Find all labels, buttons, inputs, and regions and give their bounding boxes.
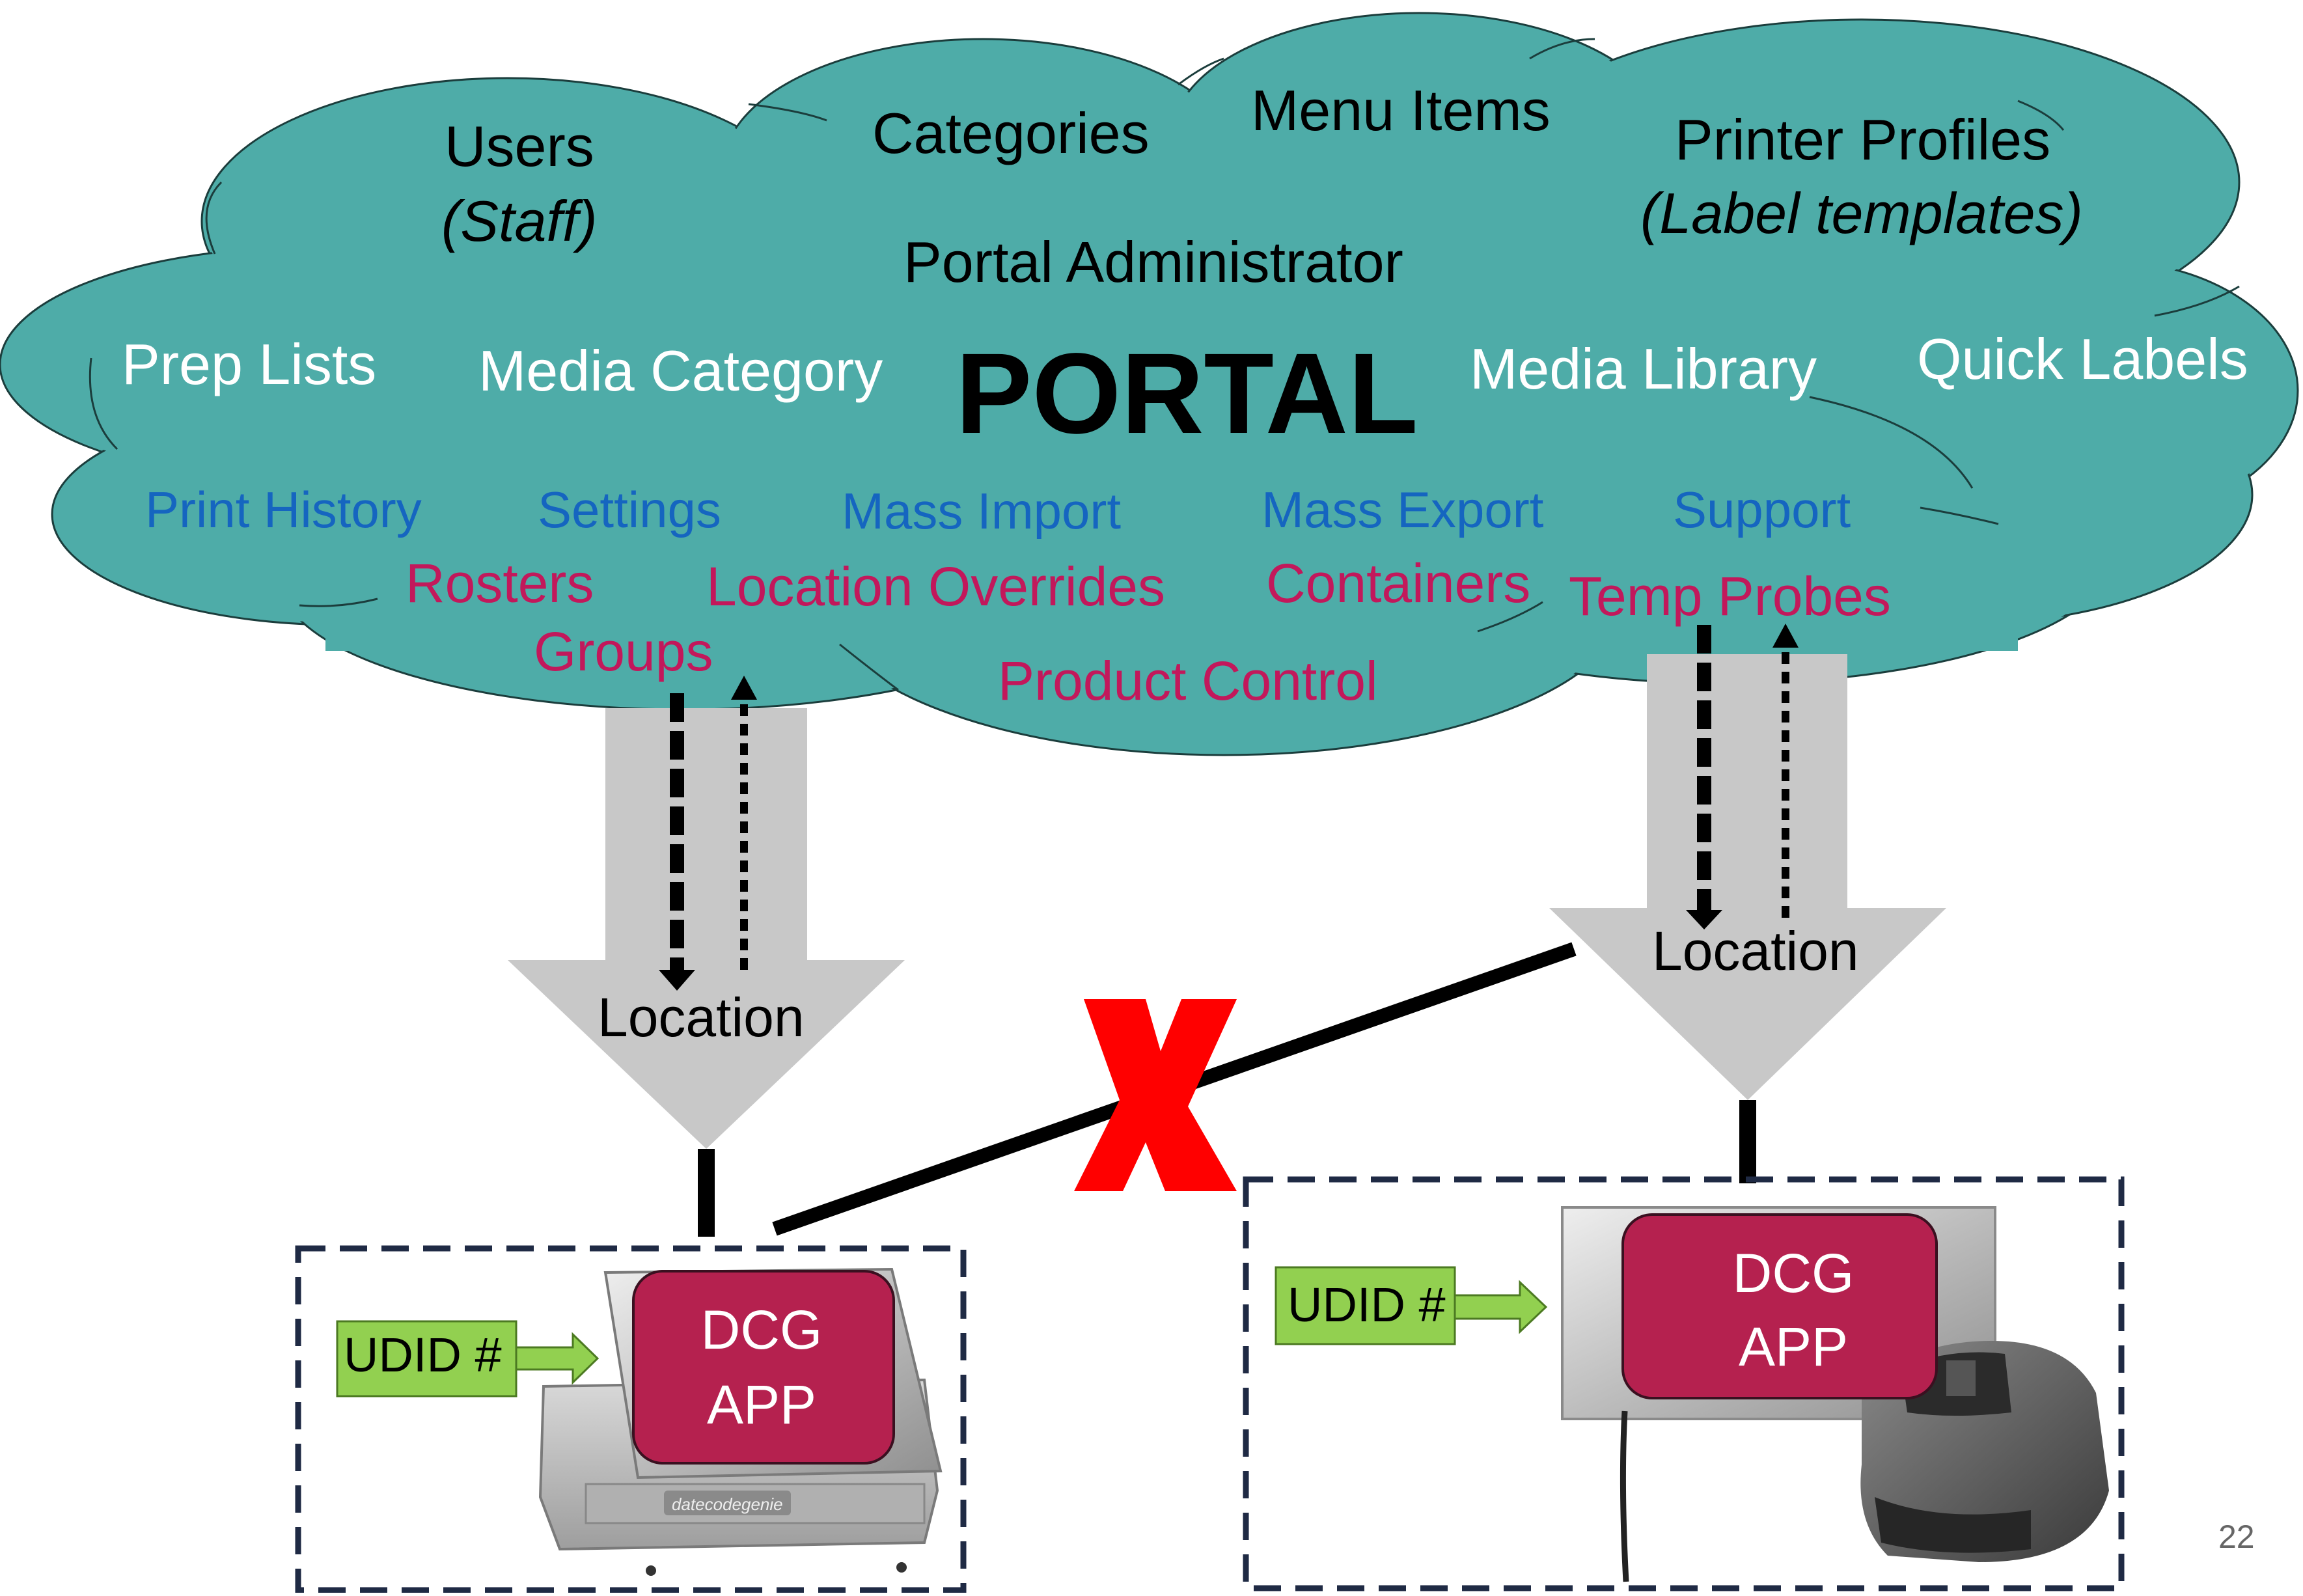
left-sync-down-arrowhead [659, 970, 695, 991]
right-udid-badge [1275, 1266, 1456, 1345]
label-mass-import: Mass Import [842, 482, 1121, 540]
cloud-white-labels: Users (Staff) Categories Menu Items Prin… [122, 78, 2248, 458]
right-udid-label: UDID # [1288, 1278, 1446, 1332]
label-mass-export: Mass Export [1262, 481, 1544, 538]
label-location-overrides: Location Overrides [706, 556, 1165, 617]
right-device-group: DCG APP UDID # [1243, 1176, 2125, 1591]
right-location-label: Location [1652, 920, 1859, 982]
label-media-library: Media Library [1470, 337, 1817, 401]
label-portal-administrator: Portal Administrator [903, 230, 1403, 294]
cloud-pink-labels: Rosters Groups Location Overrides Contai… [406, 553, 1891, 711]
label-categories: Categories [872, 101, 1150, 165]
label-rosters: Rosters [406, 553, 594, 614]
left-sync-up-arrowhead [731, 676, 757, 700]
right-sync-up-arrowhead [1772, 624, 1799, 648]
label-temp-probes: Temp Probes [1569, 566, 1891, 627]
right-printer-image [1860, 1341, 2109, 1562]
label-menu-items: Menu Items [1251, 78, 1551, 143]
left-location-arrow: Location [508, 676, 905, 1149]
left-app-line1: DCG [701, 1299, 823, 1360]
page-number: 22 [2218, 1519, 2255, 1555]
label-containers: Containers [1266, 553, 1530, 614]
right-app-line1: DCG [1733, 1243, 1855, 1304]
label-printer-profiles: Printer Profiles [1675, 107, 2050, 172]
portal-cloud [0, 12, 2299, 756]
left-udid-badge [336, 1320, 517, 1397]
left-device-group: datecodegenie DCG APP UDID # [295, 1245, 967, 1593]
right-location-arrow: Location [1549, 624, 1946, 1100]
right-device-dashed-frame [1243, 1176, 2125, 1591]
right-app-line2: APP [1739, 1316, 1848, 1377]
label-prep-lists: Prep Lists [122, 332, 376, 396]
left-device-dashed-frame [295, 1245, 967, 1593]
portal-title: PORTAL [956, 330, 1418, 458]
label-users: Users [445, 114, 594, 178]
left-location-label: Location [598, 987, 805, 1048]
label-media-category: Media Category [478, 338, 883, 403]
label-staff: (Staff) [441, 189, 598, 253]
label-support: Support [1673, 481, 1851, 538]
left-udid-arrow-icon [515, 1332, 600, 1385]
label-groups: Groups [534, 621, 713, 682]
right-dcg-app-tile [1621, 1213, 1938, 1399]
label-settings: Settings [538, 481, 721, 538]
left-app-line2: APP [707, 1374, 816, 1435]
cloud-blue-labels: Print History Settings Mass Import Mass … [145, 481, 1851, 540]
label-product-control: Product Control [998, 650, 1378, 711]
right-udid-arrow-icon [1454, 1280, 1548, 1334]
left-dcg-app-tile [632, 1270, 895, 1465]
left-terminal-brand: datecodegenie [672, 1494, 783, 1514]
left-udid-label: UDID # [344, 1328, 502, 1382]
label-print-history: Print History [145, 481, 422, 538]
blocked-cross-icon [1074, 999, 1237, 1191]
label-quick-labels: Quick Labels [1917, 327, 2248, 391]
label-label-templates: (Label templates) [1640, 181, 2083, 245]
right-sync-down-arrowhead [1686, 910, 1722, 929]
